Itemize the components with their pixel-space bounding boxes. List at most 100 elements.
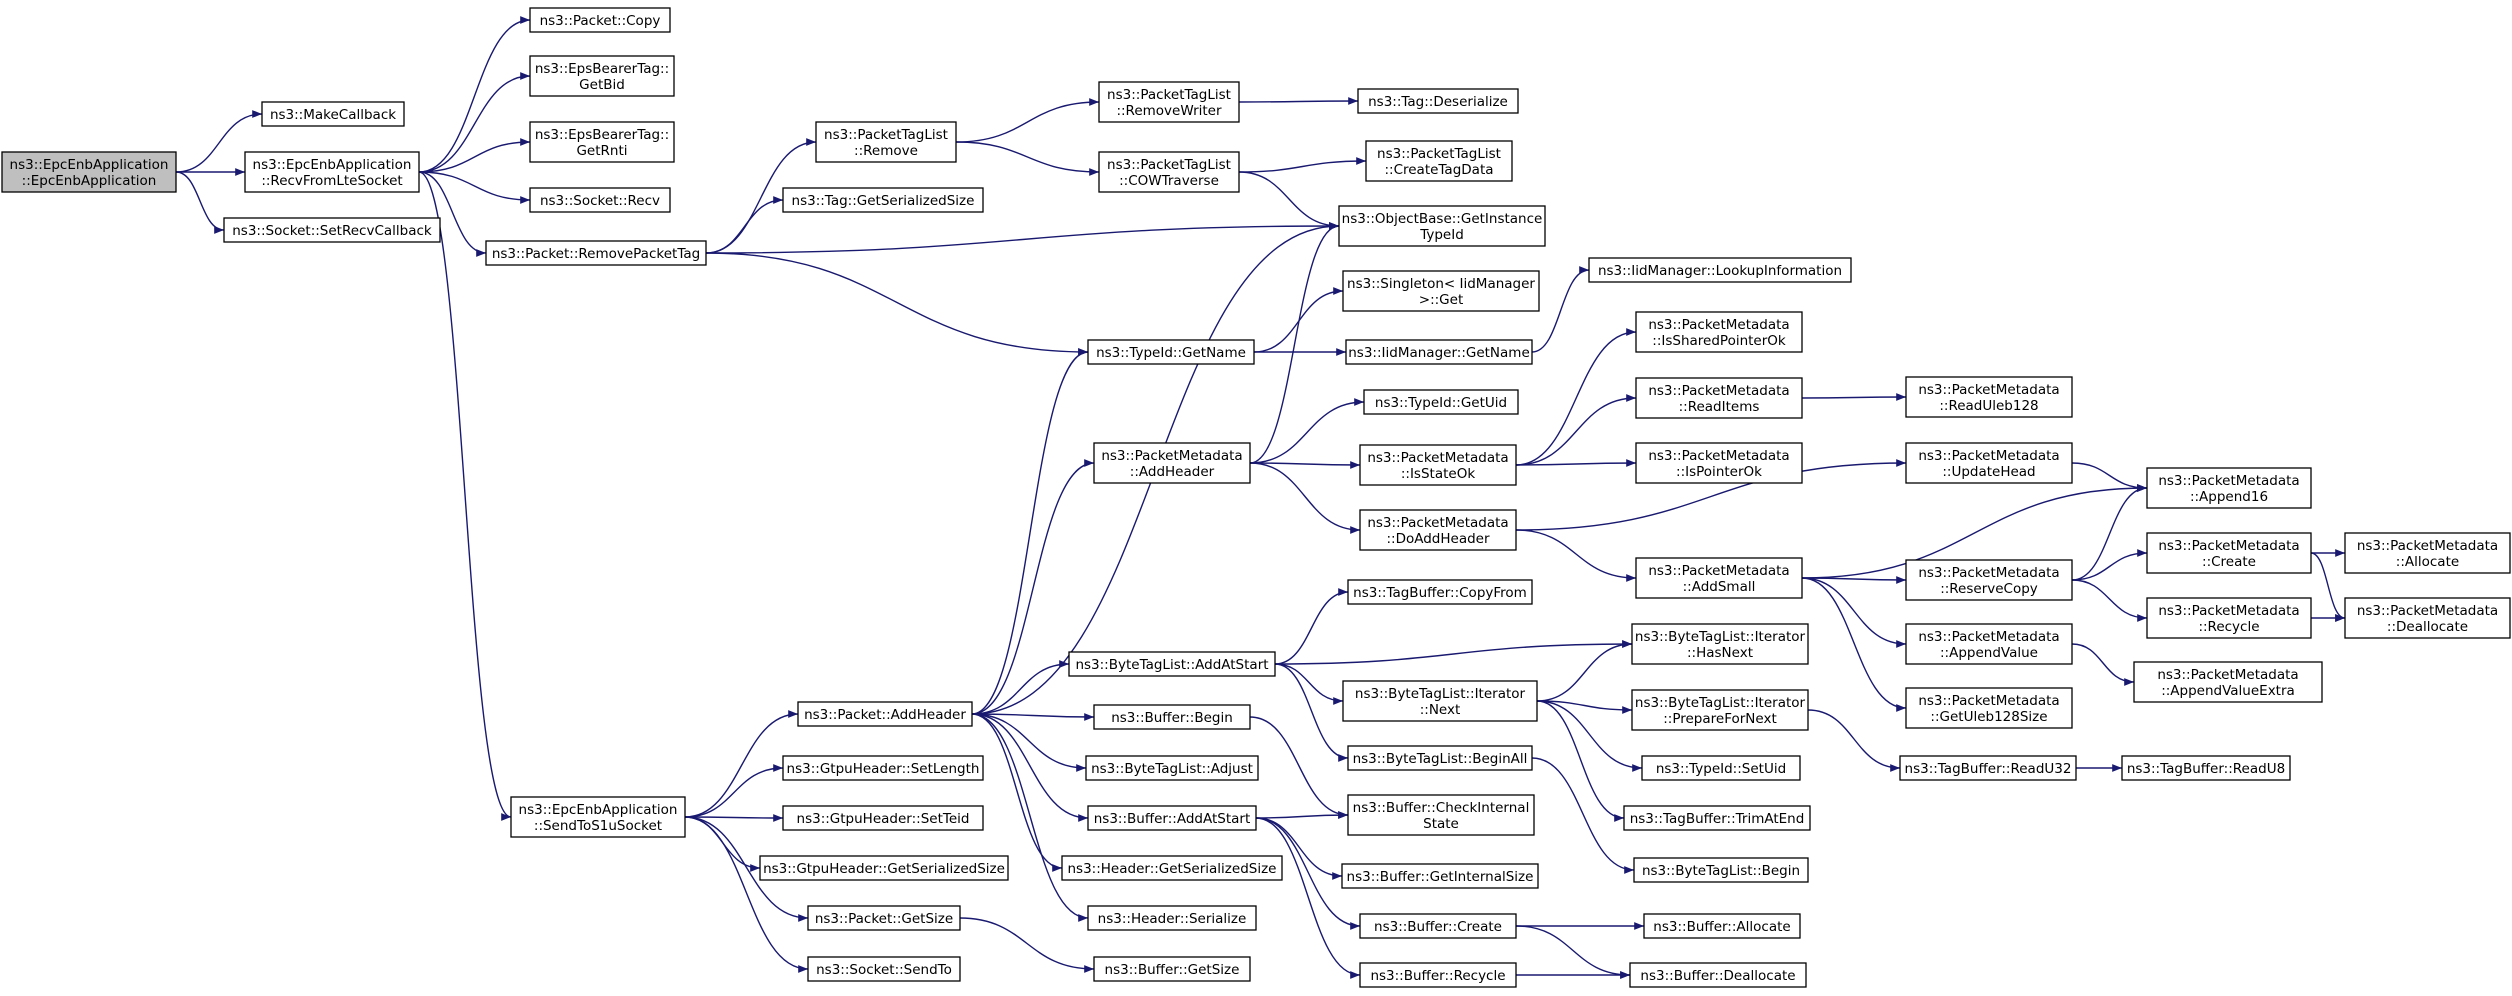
node-btlbeginall[interactable]: ns3::ByteTagList::BeginAll [1347, 745, 1533, 771]
edge-sends1u-to-pktaddheader [684, 710, 799, 818]
node-box [2121, 755, 2291, 781]
node-socksendto[interactable]: ns3::Socket::SendTo [807, 956, 961, 982]
node-box [1363, 389, 1519, 415]
node-ptlcow[interactable]: ns3::PacketTagList::COWTraverse [1098, 151, 1240, 193]
node-ptlcreate[interactable]: ns3::PacketTagList::CreateTagData [1365, 140, 1513, 182]
node-pmallocate[interactable]: ns3::PacketMetadata::Allocate [2344, 532, 2511, 574]
node-pmaddheader[interactable]: ns3::PacketMetadata::AddHeader [1093, 442, 1251, 484]
node-box [1359, 913, 1517, 939]
edge-btlitnext-to-btlitprepare [1536, 700, 1633, 714]
node-bufalloc[interactable]: ns3::Buffer::Allocate [1643, 913, 1801, 939]
edge-bufbegin-to-bufcheckint [1249, 716, 1349, 819]
node-pmupdatehead[interactable]: ns3::PacketMetadata::UpdateHead [1905, 442, 2073, 484]
node-pmdoadd[interactable]: ns3::PacketMetadata::DoAddHeader [1359, 509, 1517, 551]
node-label: ns3::Singleton< IidManager [1347, 276, 1535, 292]
node-box [1093, 704, 1251, 730]
node-tbreadu8[interactable]: ns3::TagBuffer::ReadU8 [2121, 755, 2291, 781]
node-btladdatstart[interactable]: ns3::ByteTagList::AddAtStart [1068, 651, 1276, 677]
node-ptlremove[interactable]: ns3::PacketTagList::Remove [815, 121, 957, 163]
node-pmreaditems[interactable]: ns3::PacketMetadata::ReadItems [1635, 377, 1803, 419]
node-box [1087, 805, 1257, 831]
node-getbid[interactable]: ns3::EpsBearerTag::GetBid [529, 55, 675, 97]
edge-iidgetname-to-iidlookup [1531, 266, 1590, 353]
node-bufgetint[interactable]: ns3::Buffer::GetInternalSize [1341, 863, 1539, 889]
node-gtpsetteid[interactable]: ns3::GtpuHeader::SetTeid [782, 805, 984, 831]
edge-btlitnext-to-btlithasnext [1536, 640, 1633, 702]
node-bufcreate[interactable]: ns3::Buffer::Create [1359, 913, 1517, 939]
node-tbtrimatend[interactable]: ns3::TagBuffer::TrimAtEnd [1623, 805, 1811, 831]
node-typeidsetuid[interactable]: ns3::TypeId::SetUid [1641, 755, 1801, 781]
node-iidgetname[interactable]: ns3::IidManager::GetName [1345, 339, 1533, 365]
node-btlitprepare[interactable]: ns3::ByteTagList::Iterator::PrepareForNe… [1631, 689, 1809, 731]
node-label: ns3::EpsBearerTag:: [535, 127, 669, 143]
node-pmdealloc[interactable]: ns3::PacketMetadata::Deallocate [2344, 597, 2511, 639]
node-label: ::Create [2202, 554, 2256, 570]
node-label: ns3::PacketMetadata [1918, 382, 2059, 398]
node-label: ns3::PacketTagList [824, 127, 948, 143]
node-singleton[interactable]: ns3::Singleton< IidManager >::Get [1342, 270, 1540, 312]
node-box [1093, 442, 1251, 484]
edge-pmreservecopy-to-pmrecycle [2071, 579, 2148, 622]
node-pktgetsize[interactable]: ns3::Packet::GetSize [807, 905, 961, 931]
node-pmappendvalue[interactable]: ns3::PacketMetadata::AppendValue [1905, 623, 2073, 665]
node-hdrgetser[interactable]: ns3::Header::GetSerializedSize [1061, 855, 1283, 881]
edge-btladdatstart-to-btlbeginall [1274, 663, 1349, 762]
node-label: ::CreateTagData [1384, 162, 1493, 178]
node-gtpgetser[interactable]: ns3::GtpuHeader::GetSerializedSize [759, 855, 1009, 881]
node-pktcopy[interactable]: ns3::Packet::Copy [529, 7, 671, 33]
node-bufaddatstart[interactable]: ns3::Buffer::AddAtStart [1087, 805, 1257, 831]
node-btlithasnext[interactable]: ns3::ByteTagList::Iterator::HasNext [1631, 623, 1809, 665]
node-bufbegin[interactable]: ns3::Buffer::Begin [1093, 704, 1251, 730]
node-pktaddheader[interactable]: ns3::Packet::AddHeader [797, 701, 973, 727]
node-bufgetsize[interactable]: ns3::Buffer::GetSize [1093, 956, 1251, 982]
node-label: ::EpcEnbApplication [22, 173, 157, 189]
node-pmgetuleb[interactable]: ns3::PacketMetadata::GetUleb128Size [1905, 687, 2073, 729]
node-setrecvcb[interactable]: ns3::Socket::SetRecvCallback [223, 217, 441, 243]
node-bufdealloc[interactable]: ns3::Buffer::Deallocate [1629, 962, 1807, 988]
node-makecb[interactable]: ns3::MakeCallback [261, 101, 405, 127]
node-label: ns3::Header::GetSerializedSize [1068, 861, 1277, 877]
node-typeidgetname[interactable]: ns3::TypeId::GetName [1087, 339, 1255, 365]
node-sends1u[interactable]: ns3::EpcEnbApplication::SendToS1uSocket [510, 796, 686, 838]
node-label: ns3::EpcEnbApplication [253, 157, 412, 173]
node-pmisshared[interactable]: ns3::PacketMetadata::IsSharedPointerOk [1635, 311, 1803, 353]
node-pmappendvalueextra[interactable]: ns3::PacketMetadata::AppendValueExtra [2133, 661, 2323, 703]
node-pmreservecopy[interactable]: ns3::PacketMetadata::ReserveCopy [1905, 559, 2073, 601]
node-label: ::ReserveCopy [1940, 581, 2038, 597]
node-removepkttag[interactable]: ns3::Packet::RemovePacketTag [485, 240, 707, 266]
node-btlitnext[interactable]: ns3::ByteTagList::Iterator::Next [1342, 680, 1538, 722]
node-pmcreate[interactable]: ns3::PacketMetadata::Create [2146, 532, 2312, 574]
node-pmrecycle[interactable]: ns3::PacketMetadata::Recycle [2146, 597, 2312, 639]
node-getrnti[interactable]: ns3::EpsBearerTag::GetRnti [529, 121, 675, 163]
edge-recvlte-to-removepkttag [418, 171, 487, 257]
node-tagdeser[interactable]: ns3::Tag::Deserialize [1357, 88, 1519, 114]
node-gtpsetlen[interactable]: ns3::GtpuHeader::SetLength [782, 755, 984, 781]
node-pmreaduleb[interactable]: ns3::PacketMetadata::ReadUleb128 [1905, 376, 2073, 418]
node-label: ns3::Tag::Deserialize [1368, 94, 1508, 110]
node-recvlte[interactable]: ns3::EpcEnbApplication::RecvFromLteSocke… [244, 151, 420, 193]
edge-pktaddheader-to-bufbegin [971, 713, 1095, 721]
node-hdrser[interactable]: ns3::Header::Serialize [1087, 905, 1257, 931]
node-ptlremovewriter[interactable]: ns3::PacketTagList::RemoveWriter [1098, 81, 1240, 123]
node-btlbegin[interactable]: ns3::ByteTagList::Begin [1633, 857, 1809, 883]
node-sockrecv[interactable]: ns3::Socket::Recv [529, 187, 671, 213]
node-btladjust[interactable]: ns3::ByteTagList::Adjust [1085, 755, 1259, 781]
node-pmaddsmall[interactable]: ns3::PacketMetadata::AddSmall [1635, 557, 1803, 599]
node-pmispointer[interactable]: ns3::PacketMetadata::IsPointerOk [1635, 442, 1803, 484]
node-tbreadu32[interactable]: ns3::TagBuffer::ReadU32 [1899, 755, 2077, 781]
node-tbcopyfrom[interactable]: ns3::TagBuffer::CopyFrom [1347, 579, 1533, 605]
node-iidlookup[interactable]: ns3::IidManager::LookupInformation [1588, 257, 1852, 283]
node-taggetser[interactable]: ns3::Tag::GetSerializedSize [782, 187, 984, 213]
node-root[interactable]: ns3::EpcEnbApplication::EpcEnbApplicatio… [1, 151, 177, 193]
edge-pktaddheader-to-typeidgetname [971, 348, 1089, 715]
node-label: ns3::ByteTagList::Adjust [1091, 761, 1253, 777]
node-typeidgetuid[interactable]: ns3::TypeId::GetUid [1363, 389, 1519, 415]
edge-ptlremove-to-ptlcow [955, 141, 1100, 176]
node-pmisstateok[interactable]: ns3::PacketMetadata::IsStateOk [1359, 444, 1517, 486]
node-label: ns3::Buffer::GetInternalSize [1347, 869, 1534, 885]
node-pmappend16[interactable]: ns3::PacketMetadata::Append16 [2146, 467, 2312, 509]
node-box [1623, 805, 1811, 831]
node-bufrecycle[interactable]: ns3::Buffer::Recycle [1359, 962, 1517, 988]
